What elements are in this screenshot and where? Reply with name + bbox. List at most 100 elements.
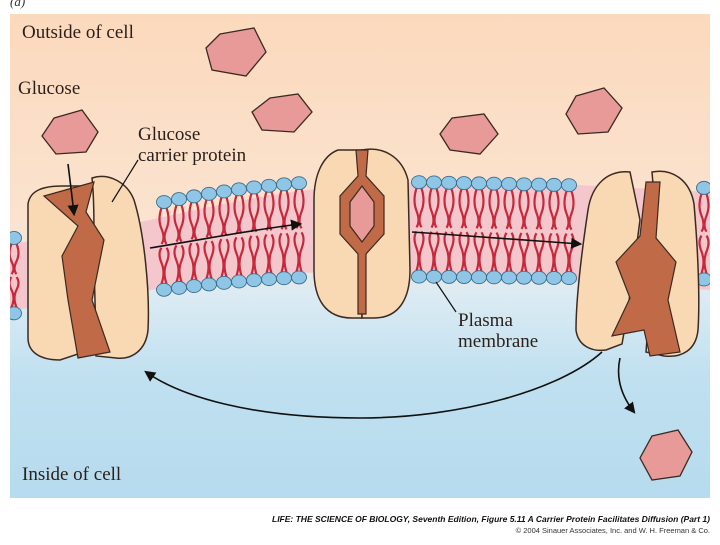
lipid-tail <box>283 232 290 273</box>
glucose-molecule <box>439 113 499 155</box>
phospholipid-head <box>10 306 22 321</box>
glucose-molecule <box>251 93 313 133</box>
phospholipid-head <box>10 231 22 245</box>
lipid-tail <box>293 231 300 272</box>
phospholipid-head <box>546 270 562 285</box>
carrier-protein-right <box>575 170 700 358</box>
phospholipid-head <box>561 178 577 193</box>
phospholipid-head <box>426 269 442 284</box>
outside-of-cell-label: Outside of cell <box>22 22 134 43</box>
lipid-tail <box>508 189 515 230</box>
lipid-tail <box>443 188 450 229</box>
lipid-tail <box>263 191 270 232</box>
phospholipid-head <box>156 282 172 297</box>
lipid-tail <box>238 236 245 276</box>
lipid-tail <box>203 199 210 238</box>
lipid-tail <box>178 204 185 243</box>
figure-tag: (a) <box>10 0 26 9</box>
lipid-tail <box>428 188 435 229</box>
arrow-glucose-out <box>617 357 636 414</box>
lipid-tail <box>413 187 420 228</box>
lipid-tail <box>188 202 195 240</box>
phospholipid-head <box>216 275 232 290</box>
lipid-tail <box>248 235 255 275</box>
lipid-tail <box>503 189 510 230</box>
lipid-tail <box>508 232 515 272</box>
lipid-tail <box>158 247 165 285</box>
lipid-tail <box>178 244 185 283</box>
lipid-tail <box>488 231 495 272</box>
lipid-tail <box>158 207 165 245</box>
lipid-tail <box>278 190 285 230</box>
process-arrows <box>67 163 636 419</box>
lipid-tail <box>248 193 255 233</box>
glucose-molecule <box>41 109 99 155</box>
lipid-tail <box>538 190 545 230</box>
phospholipid-head <box>471 176 487 191</box>
lipid-tail <box>278 232 285 273</box>
lipid-tail <box>533 190 540 230</box>
phospholipid-head <box>471 270 487 285</box>
lipid-tail <box>488 189 495 230</box>
phospholipid-head <box>201 277 217 292</box>
lipid-tail <box>523 189 530 230</box>
lipid-tail <box>208 199 215 238</box>
phospholipid-head <box>696 180 710 195</box>
phospholipid-head <box>546 177 562 192</box>
credit-line-1: LIFE: THE SCIENCE OF BIOLOGY, Seventh Ed… <box>272 514 710 524</box>
lipid-tail <box>548 232 555 273</box>
lipid-tail <box>553 190 560 230</box>
phospholipid-head <box>531 270 547 285</box>
lipid-tail <box>413 230 420 271</box>
lipid-tail <box>533 232 540 273</box>
phospholipid-head <box>231 274 247 289</box>
lipid-tail <box>253 193 260 233</box>
phospholipid-head <box>246 273 262 288</box>
lipid-tail <box>503 232 510 272</box>
lipid-tail <box>563 190 570 231</box>
lipid-tail <box>268 233 275 274</box>
lipid-tail <box>238 194 245 235</box>
phospholipid-head <box>291 176 307 191</box>
credit-line-2: © 2004 Sinauer Associates, Inc. and W. H… <box>515 526 710 535</box>
carrier-pointer-line <box>111 159 139 203</box>
lipid-tail <box>428 231 435 272</box>
lipid-tail <box>523 232 530 272</box>
inside-of-cell-label: Inside of cell <box>22 464 122 485</box>
phospholipid-head <box>411 269 427 284</box>
glucose-molecule <box>639 429 693 481</box>
lipid-tail <box>548 190 555 230</box>
phospholipid-head <box>531 177 547 192</box>
glucose-molecule <box>565 87 623 135</box>
lipid-tail <box>553 232 560 273</box>
phospholipid-head <box>441 175 457 190</box>
lipid-tail <box>443 231 450 272</box>
phospholipid-heads <box>10 175 710 321</box>
lipid-tail <box>493 231 500 272</box>
arrow-middle-to-right <box>411 231 583 249</box>
lipid-tail <box>463 188 470 229</box>
phospholipid-head <box>276 271 292 286</box>
lipid-tail <box>433 188 440 229</box>
lipid-tail <box>298 231 305 272</box>
phospholipid-head <box>486 270 502 285</box>
carrier-protein-middle <box>313 148 411 319</box>
lipid-tail <box>218 238 225 278</box>
lipid-tail <box>173 204 180 243</box>
phospholipid-head <box>186 189 202 204</box>
lipid-tail <box>203 240 210 279</box>
lipid-tails <box>10 187 710 308</box>
phospholipid-head <box>171 192 187 207</box>
lipid-tail <box>568 233 575 273</box>
phospholipid-head <box>501 177 517 191</box>
lipid-tail <box>518 232 525 272</box>
phospholipid-head <box>516 177 532 192</box>
phospholipid-head <box>156 195 172 209</box>
lipid-tail <box>458 188 465 229</box>
carrier-protein-left <box>27 175 150 361</box>
lipid-tail <box>268 191 275 232</box>
lipid-tail <box>418 187 425 228</box>
lipid-tail <box>223 197 230 236</box>
lipid-tail <box>698 235 705 274</box>
